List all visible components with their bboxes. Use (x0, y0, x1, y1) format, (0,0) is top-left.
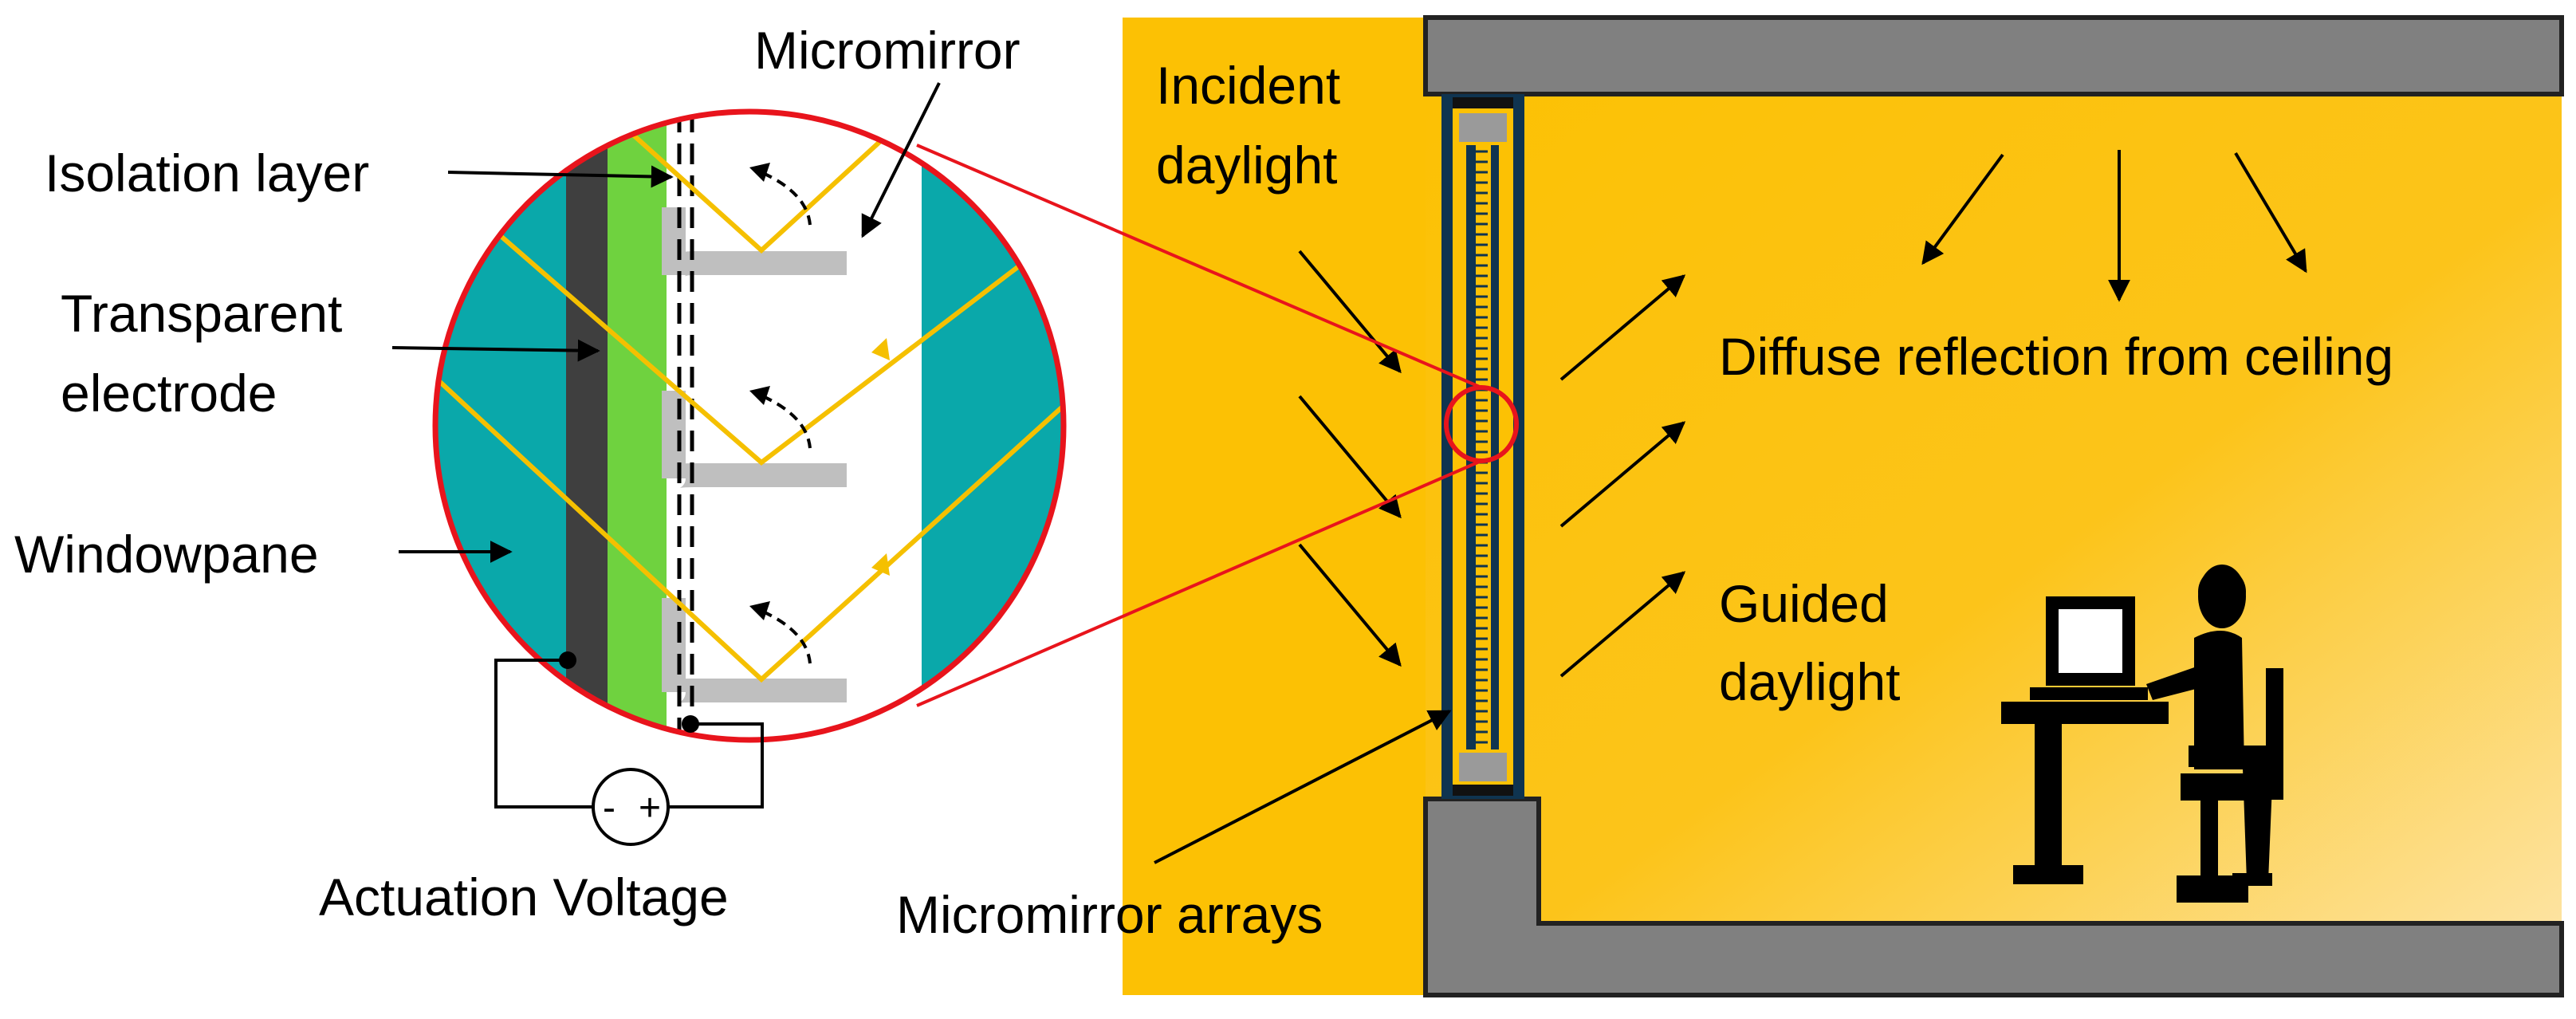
voltage-minus-sign: - (603, 787, 615, 829)
diffuse-reflection-arrows (1921, 150, 2307, 302)
micromirror-tick-marks (1476, 150, 1488, 744)
label-micromirror: Micromirror (754, 21, 1021, 80)
windowpane-glass-right (922, 112, 1064, 740)
label-diffuse-reflection: Diffuse reflection from ceiling (1719, 327, 2393, 386)
room-interior (1426, 94, 2562, 923)
guided-daylight-arrows (1559, 274, 1686, 678)
label-electrode: electrode (61, 364, 277, 423)
magnified-micromirror-detail (432, 108, 1067, 743)
incident-daylight-arrows (1298, 250, 1402, 667)
transparent-electrode-layer (566, 112, 608, 740)
label-guided: Guided (1719, 574, 1889, 633)
isolation-layer (608, 112, 667, 740)
label-incident: Incident (1156, 56, 1340, 115)
diagram-labels: Micromirror Isolation layer Transparent … (14, 21, 2393, 944)
person-at-computer-icon (2001, 565, 2283, 903)
label-windowpane: Windowpane (14, 525, 319, 584)
zoom-target-circle (1444, 385, 1519, 463)
detail-label-arrows (391, 82, 941, 563)
zoom-callout (916, 144, 1519, 707)
actuation-voltage-circuit (494, 659, 764, 846)
voltage-source-icon (592, 768, 670, 846)
label-transparent: Transparent (61, 284, 342, 343)
voltage-plus-sign: + (639, 787, 661, 829)
flexible-membrane-dashed (677, 112, 694, 734)
label-actuation-voltage: Actuation Voltage (319, 868, 729, 927)
ceiling-slab (1423, 15, 2564, 96)
windowpane-glass-left (435, 112, 566, 740)
label-isolation-layer: Isolation layer (45, 144, 369, 203)
floor-slab (1423, 797, 2564, 997)
label-incident-daylight: daylight (1156, 136, 1338, 195)
mirror-tilt-arrows (757, 169, 812, 664)
label-micromirror-arrays: Micromirror arrays (896, 885, 1323, 944)
micromirror-arrays-pointer (1154, 710, 1452, 864)
building-scene (1123, 15, 2564, 997)
magnifier-lens-outline (432, 108, 1067, 743)
label-guided-daylight: daylight (1719, 652, 1901, 711)
